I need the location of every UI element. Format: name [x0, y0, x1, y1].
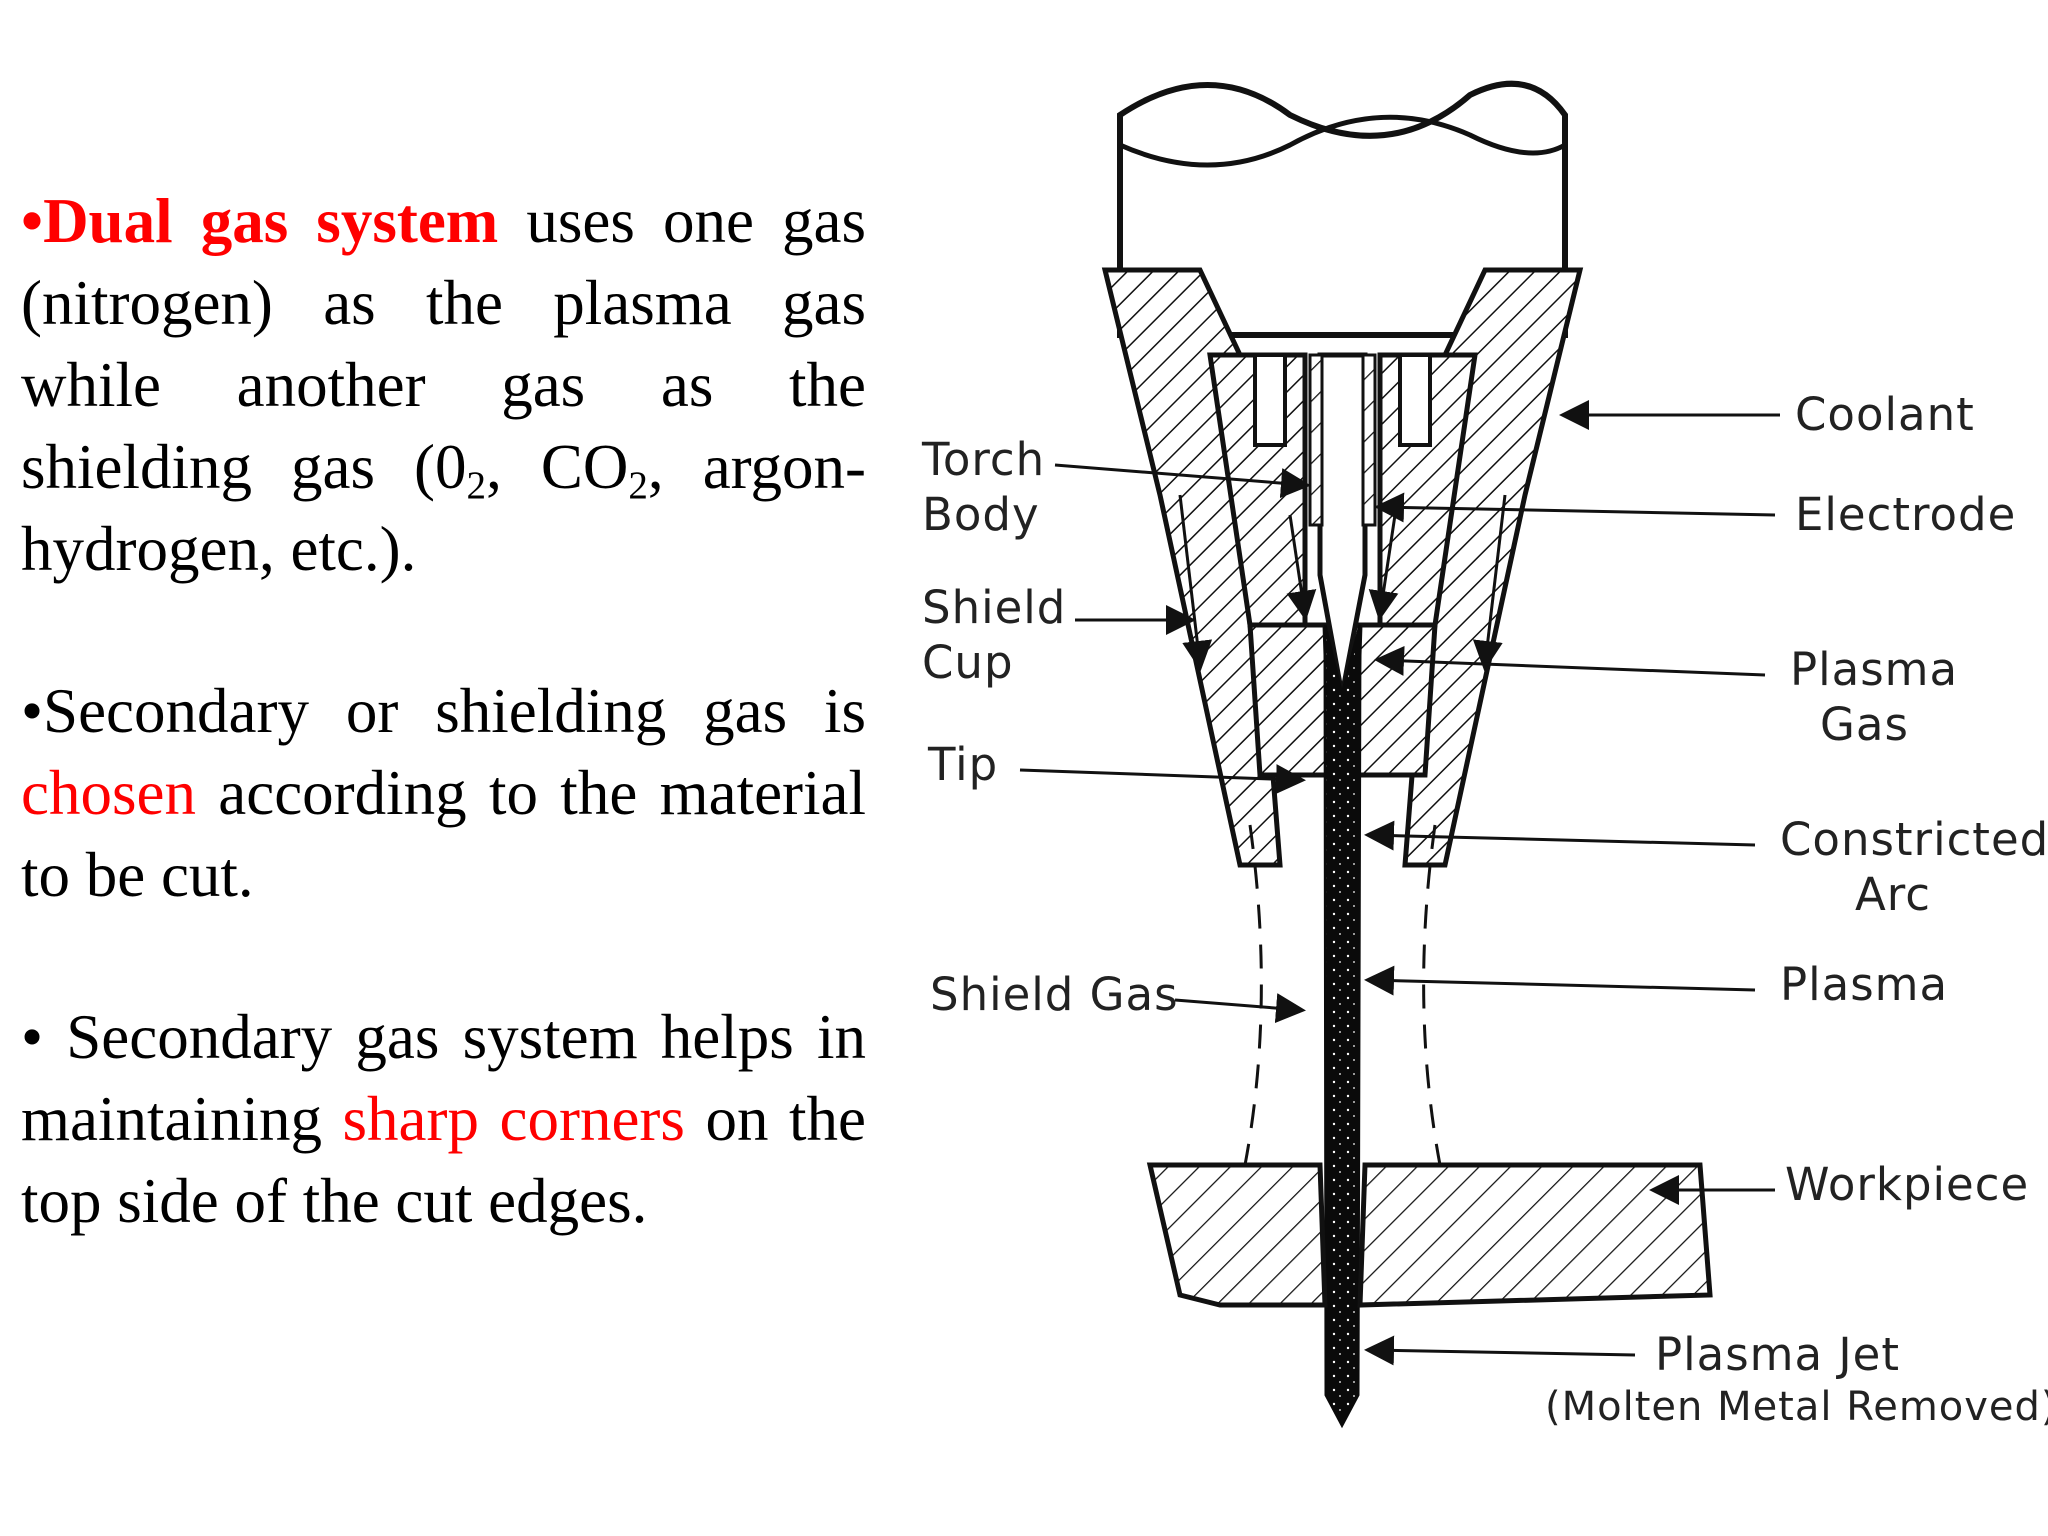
plasma-torch-diagram: Torch Body Shield Cup Tip Shield Gas Coo…: [910, 55, 2048, 1455]
bullet-text: , CO: [486, 432, 629, 502]
workpiece: [1146, 1162, 1713, 1308]
term-dual-gas-system: Dual gas system: [43, 186, 499, 256]
bullet-shielding-gas: •Secondary or shielding gas is chosen ac…: [21, 670, 866, 916]
subscript: 2: [628, 463, 648, 507]
term-chosen: chosen: [21, 758, 196, 828]
label-constricted: Constricted: [1780, 813, 2048, 866]
bullet-secondary-gas-system: • Secondary gas system helps in maintain…: [21, 996, 866, 1242]
electrode: [1308, 352, 1377, 696]
label-torch: Torch: [921, 433, 1045, 486]
bullet-text: on the top side of the cut edges.: [21, 1084, 866, 1236]
torch-body-upper: [1117, 80, 1568, 338]
label-tip: Tip: [927, 738, 998, 791]
label-electrode: Electrode: [1795, 488, 2016, 541]
label-shield-gas: Shield Gas: [930, 968, 1179, 1021]
constricted-arc: [1323, 624, 1362, 1429]
label-coolant: Coolant: [1795, 388, 1975, 441]
bullet-text: according to the material to be cut.: [21, 758, 866, 910]
label-arc: Arc: [1855, 868, 1931, 921]
label-cup: Cup: [922, 636, 1014, 689]
bullet-marker: •: [21, 186, 44, 256]
label-plasma-gas-1: Plasma: [1790, 643, 1958, 696]
term-sharp-corners: sharp corners: [342, 1084, 685, 1154]
subscript: 2: [466, 463, 487, 507]
bullet-text: uses one gas (nitrogen) as the plasma ga…: [21, 186, 866, 502]
bullet-text: •Secondary or shielding gas is: [21, 676, 866, 746]
gas-flow: [1178, 494, 1507, 1166]
torch-body: [1207, 352, 1478, 628]
bullet-list: •Dual gas system uses one gas (nitrogen)…: [21, 180, 866, 1242]
diagram-labels: Torch Body Shield Cup Tip Shield Gas Coo…: [921, 388, 2048, 1430]
bullet-text: , argon-hydrogen, etc.).: [21, 432, 866, 584]
label-plasma-jet: Plasma Jet: [1655, 1328, 1900, 1381]
bullet-dual-gas-system: •Dual gas system uses one gas (nitrogen)…: [21, 180, 866, 590]
label-plasma: Plasma: [1780, 958, 1948, 1011]
label-shield: Shield: [922, 581, 1066, 634]
label-body: Body: [922, 488, 1040, 541]
label-workpiece: Workpiece: [1785, 1158, 2029, 1211]
label-molten-metal: (Molten Metal Removed): [1545, 1384, 2048, 1430]
label-plasma-gas-2: Gas: [1820, 698, 1909, 751]
bullet-text: • Secondary gas system helps in maintain…: [21, 1002, 866, 1154]
leader-lines: [1019, 400, 1780, 1366]
